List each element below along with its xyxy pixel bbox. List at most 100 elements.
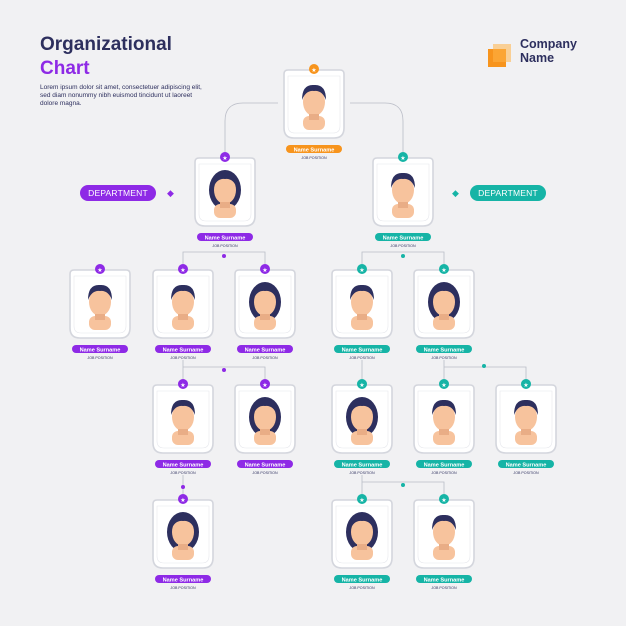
avatar [249, 282, 281, 330]
name-pill [155, 345, 211, 353]
name-pill [416, 345, 472, 353]
node-position: JOB POSITION [431, 356, 457, 360]
node-name: Name Surname [506, 462, 547, 468]
node-position: JOB POSITION [513, 471, 539, 475]
star-badge-icon [260, 264, 270, 274]
department-label-left: DEPARTMENT [80, 185, 156, 201]
star-badge-icon [357, 494, 367, 504]
node-name: Name Surname [163, 347, 204, 353]
star-icon: ★ [180, 382, 185, 389]
node-name: Name Surname [383, 235, 424, 241]
star-badge-icon [521, 379, 531, 389]
name-pill [416, 460, 472, 468]
name-pill [197, 233, 253, 241]
name-pill [72, 345, 128, 353]
connector-dot [222, 368, 226, 372]
connector-line [361, 251, 403, 266]
star-icon: ★ [222, 155, 227, 162]
star-icon: ★ [359, 267, 364, 274]
company-name: Company Name [520, 37, 577, 65]
star-badge-icon [439, 264, 449, 274]
name-pill [334, 575, 390, 583]
node-name: Name Surname [342, 577, 383, 583]
name-pill [498, 460, 554, 468]
node-name: Name Surname [245, 347, 286, 353]
avatar [432, 514, 456, 560]
connector-line [403, 251, 445, 266]
star-badge-icon [357, 264, 367, 274]
star-icon: ★ [262, 382, 267, 389]
node-name: Name Surname [80, 347, 121, 353]
connector-dot [482, 364, 486, 368]
avatar [350, 284, 374, 330]
node-position: JOB POSITION [252, 356, 278, 360]
name-pill [334, 345, 390, 353]
star-icon: ★ [180, 267, 185, 274]
arrow-right-icon: ◆ [167, 188, 174, 198]
star-badge-icon [178, 494, 188, 504]
avatar [167, 512, 199, 560]
node-name: Name Surname [342, 462, 383, 468]
node-name: Name Surname [342, 347, 383, 353]
star-badge-icon [439, 379, 449, 389]
connector-dot [401, 254, 405, 258]
node-position: JOB POSITION [170, 586, 196, 590]
node-name: Name Surname [424, 347, 465, 353]
avatar [428, 282, 460, 330]
node-position: JOB POSITION [252, 471, 278, 475]
node-position: JOB POSITION [431, 586, 457, 590]
star-icon: ★ [441, 497, 446, 504]
connector-line [362, 481, 445, 496]
node-name: Name Surname [424, 577, 465, 583]
node-position: JOB POSITION [170, 471, 196, 475]
star-badge-icon [398, 152, 408, 162]
star-icon: ★ [441, 267, 446, 274]
node-position: JOB POSITION [301, 156, 327, 160]
node-position: JOB POSITION [87, 356, 113, 360]
star-badge-icon [439, 494, 449, 504]
avatar [302, 84, 326, 130]
node-position: JOB POSITION [431, 471, 457, 475]
connector-line [350, 102, 404, 154]
connector-line [444, 366, 527, 381]
connector-dot [181, 485, 185, 489]
avatar [514, 399, 538, 445]
avatar [171, 399, 195, 445]
chart-title-line1: Organizational [40, 34, 172, 55]
star-badge-icon [357, 379, 367, 389]
star-icon: ★ [97, 267, 102, 274]
avatar [391, 172, 415, 218]
avatar [432, 399, 456, 445]
star-icon: ★ [262, 267, 267, 274]
node-name: Name Surname [294, 147, 335, 153]
star-badge-icon [178, 379, 188, 389]
star-badge-icon [178, 264, 188, 274]
node-position: JOB POSITION [212, 244, 238, 248]
connector-dot [222, 254, 226, 258]
node-name: Name Surname [205, 235, 246, 241]
name-pill [237, 460, 293, 468]
node-name: Name Surname [245, 462, 286, 468]
name-pill [155, 575, 211, 583]
star-badge-icon [95, 264, 105, 274]
name-pill [155, 460, 211, 468]
avatar [171, 284, 195, 330]
